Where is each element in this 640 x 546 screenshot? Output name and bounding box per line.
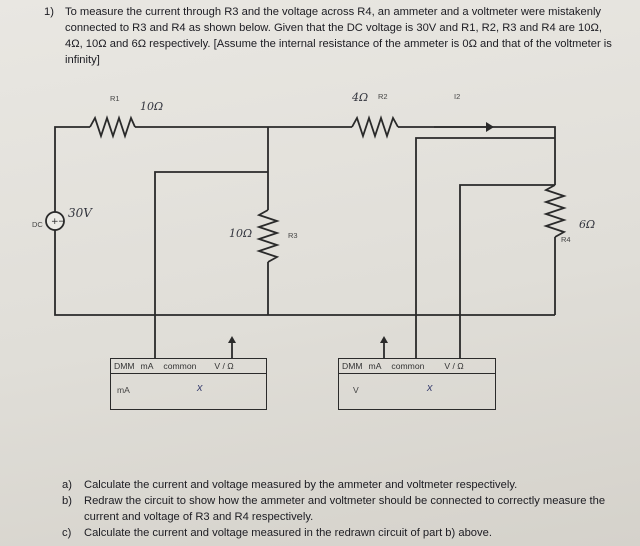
question-a-letter: a) (62, 479, 72, 491)
wire-left-bottom (54, 230, 555, 316)
ammeter-mode-label: mA (117, 385, 130, 395)
hand-r3-value: 10Ω (229, 227, 252, 240)
wire-top-left (54, 126, 90, 213)
question-a: a) Calculate the current and voltage mea… (62, 477, 632, 493)
ammeter-mark: x (197, 382, 203, 394)
voltmeter-wire-left (415, 137, 555, 358)
ammeter-terminals: DMM mA common V / Ω (111, 359, 266, 374)
svg-text:+: + (51, 217, 59, 227)
label-r3: R3 (288, 231, 298, 240)
ammeter-label-common: common (163, 361, 197, 371)
arrow-ammeter (228, 336, 236, 343)
arrow-voltmeter (380, 336, 388, 343)
voltmeter-label-vohm: V / Ω (444, 361, 464, 371)
voltmeter-wire-right (459, 184, 555, 358)
r2-resistor (351, 115, 399, 139)
label-i2: I2 (454, 92, 460, 101)
question-c-letter: c) (62, 527, 72, 539)
ammeter-label-ma: mA (140, 361, 154, 371)
hand-r4-value: 6Ω (579, 218, 595, 231)
ammeter-wire-left (154, 171, 268, 358)
question-b-letter: b) (62, 495, 72, 507)
dc-source-icon (45, 211, 65, 231)
question-b-text: Redraw the circuit to show how the ammet… (84, 495, 606, 523)
voltmeter-terminals: DMM mA common V / Ω (339, 359, 495, 374)
voltmeter-mode-label: V (353, 385, 359, 395)
question-a-text: Calculate the current and voltage measur… (84, 479, 518, 491)
label-dc: DC (32, 220, 43, 229)
voltmeter-label-ma: mA (368, 361, 382, 371)
r4-resistor (543, 184, 567, 238)
r1-resistor (89, 115, 136, 139)
problem-number: 1) (44, 6, 54, 18)
svg-text:−: − (58, 217, 66, 227)
question-c: c) Calculate the current and voltage mea… (62, 525, 632, 541)
ammeter-label-dmm: DMM (114, 361, 135, 371)
voltmeter-label-dmm: DMM (342, 361, 363, 371)
label-r2: R2 (378, 92, 388, 101)
hand-dc-value: 30V (68, 206, 93, 220)
question-list: a) Calculate the current and voltage mea… (62, 477, 632, 541)
r3-resistor (256, 209, 280, 263)
problem-text: To measure the current through R3 and th… (65, 6, 612, 66)
i2-arrow (486, 122, 494, 132)
hand-r1-value: 10Ω (140, 100, 163, 113)
question-b: b) Redraw the circuit to show how the am… (62, 493, 632, 525)
voltmeter-dmm: DMM mA common V / Ω V x (338, 358, 496, 410)
wire-top-right (398, 126, 556, 185)
voltmeter-mark: x (427, 382, 433, 394)
label-r1: R1 (110, 94, 120, 103)
problem-statement: 1) To measure the current through R3 and… (44, 4, 614, 68)
voltmeter-label-common: common (391, 361, 425, 371)
ammeter-label-vohm: V / Ω (214, 361, 234, 371)
hand-r2-value: 4Ω (351, 91, 368, 104)
question-c-text: Calculate the current and voltage measur… (84, 527, 492, 539)
ammeter-dmm: DMM mA common V / Ω mA x (110, 358, 267, 410)
label-r4: R4 (561, 235, 571, 244)
